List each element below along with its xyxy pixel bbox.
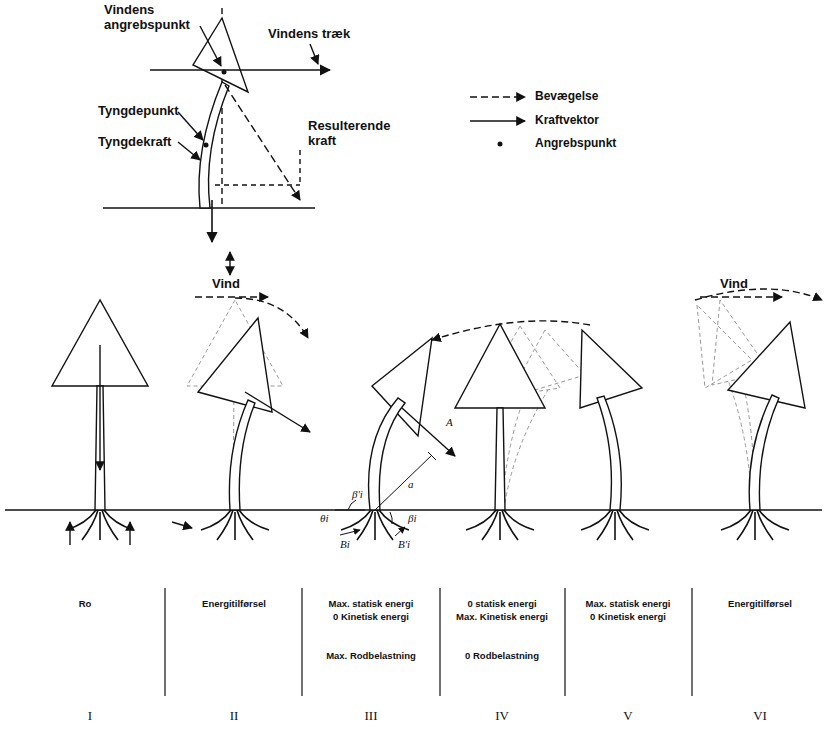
legend-text: Angrebspunkt — [535, 136, 616, 150]
vector-label: A — [446, 416, 453, 428]
stage-number: V — [623, 708, 632, 724]
legend-sample — [498, 142, 503, 147]
force-label: B'i — [398, 538, 410, 550]
table-cell: Max. statisk energi — [585, 598, 670, 609]
stage-number: I — [88, 708, 92, 724]
table-cell: 0 statisk energi — [467, 598, 536, 609]
wind-label: Vind — [212, 276, 240, 291]
table-cell: Energitilførsel — [202, 598, 266, 609]
callout-label: Vindens angrebspunkt — [104, 2, 214, 32]
table-cell: Max. Kinetisk energi — [456, 611, 548, 622]
callout-label: Tyngdepunkt — [98, 103, 179, 118]
callout-label: Tyngdekraft — [98, 134, 171, 149]
legend-sample — [470, 97, 525, 98]
wind-label: Vind — [720, 276, 748, 291]
callout-label: Resulterende kraft — [308, 118, 398, 148]
callout-label: Vindens træk — [268, 26, 350, 41]
angle-label: βi — [408, 512, 417, 524]
table-cell: Max. Rodbelastning — [326, 650, 416, 661]
table-cell: Energitilførsel — [728, 598, 792, 609]
table-cell: Max. statisk energi — [328, 598, 413, 609]
table-cell: 0 Kinetisk energi — [590, 611, 666, 622]
stage-number: II — [230, 708, 239, 724]
angle-label: β'i — [352, 488, 363, 500]
table-cell: 0 Kinetisk energi — [333, 611, 409, 622]
table-cell: 0 Rodbelastning — [465, 650, 539, 661]
stage-number: III — [365, 708, 378, 724]
force-label: Bi — [340, 538, 350, 550]
legend-text: Bevægelse — [535, 89, 598, 103]
table-cell: Ro — [79, 598, 92, 609]
stage-number: IV — [495, 708, 509, 724]
distance-label: a — [408, 478, 414, 490]
angle-label: θi — [320, 512, 328, 524]
legend-sample — [470, 121, 525, 122]
legend-text: Kraftvektor — [535, 113, 599, 127]
stage-number: VI — [753, 708, 767, 724]
